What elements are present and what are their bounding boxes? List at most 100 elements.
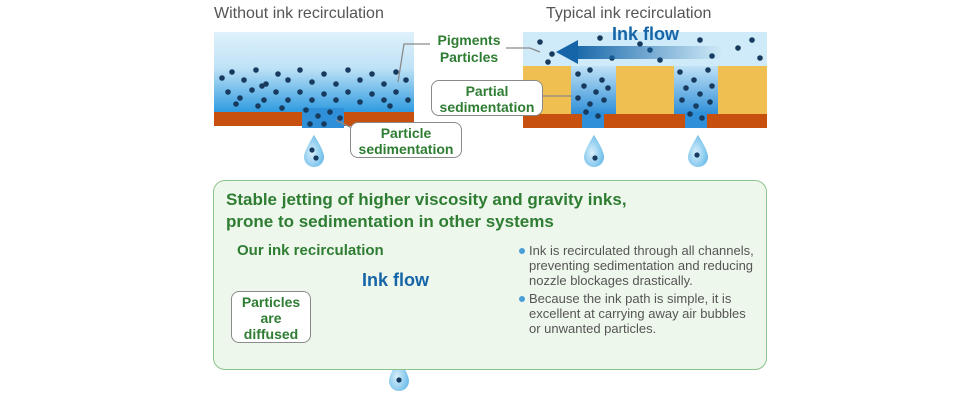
pigments-particles-label: Pigments Particles: [437, 32, 501, 65]
particle-dot: [369, 71, 375, 77]
particle-dot: [259, 83, 265, 89]
particle-dot: [357, 77, 363, 83]
nozzle-plate: [214, 112, 302, 126]
feature-list: Ink is recirculated through all channels…: [519, 243, 759, 339]
our-recirculation-heading: Our ink recirculation: [237, 242, 384, 259]
particle-dot: [637, 41, 643, 47]
particle-dot: [545, 59, 551, 65]
particle-dot: [297, 89, 303, 95]
ink-flow-label-bottom: Ink flow: [362, 270, 429, 290]
particle-dot: [699, 115, 705, 121]
particle-dot: [333, 97, 339, 103]
particle-dot: [255, 103, 261, 109]
particle-dot: [297, 67, 303, 73]
particle-dot: [357, 99, 363, 105]
particle-dot: [219, 75, 225, 81]
droplet-particles: [309, 147, 319, 161]
particle-dot: [237, 95, 243, 101]
particle-dot: [707, 99, 713, 105]
particle-dot: [321, 121, 327, 127]
particle-dot: [233, 101, 239, 107]
particle-dot: [345, 89, 351, 95]
particle-dot: [393, 69, 399, 75]
particle-dot: [593, 89, 599, 95]
channel-wall: [718, 66, 767, 114]
particle-dot: [225, 89, 231, 95]
particle-dot: [575, 95, 581, 101]
particle-dot: [605, 85, 611, 91]
particle-dot: [687, 111, 693, 117]
particle-dot: [587, 101, 593, 107]
particle-dot: [253, 67, 259, 73]
callout-leaders: [335, 43, 572, 129]
flow-arrow-icon: [556, 40, 722, 64]
particle-dot: [597, 35, 603, 41]
particle-dot: [735, 45, 741, 51]
particle-dot: [757, 55, 763, 61]
feature-item: Because the ink path is simple, it is ex…: [519, 291, 759, 336]
particle-dot: [369, 91, 375, 97]
particle-dot: [321, 91, 327, 97]
particle-dot: [683, 85, 689, 91]
particle-dot: [583, 109, 589, 115]
particle-dot: [381, 97, 387, 103]
particle-dot: [679, 97, 685, 103]
particle-dot: [691, 77, 697, 83]
particle-dot: [601, 97, 607, 103]
channel-wall: [616, 66, 674, 114]
particles-diffused-callout: Particles are diffused: [231, 291, 311, 343]
ink-droplet-icon: [688, 135, 708, 167]
panel-title: Stable jetting of higher viscosity and g…: [226, 190, 627, 231]
particle-dot: [595, 113, 601, 119]
particle-dot: [309, 97, 315, 103]
particle-dot: [599, 77, 605, 83]
pigment-particles: [219, 67, 411, 127]
particle-dot: [321, 71, 327, 77]
particle-dot: [315, 113, 321, 119]
particle-dot: [697, 91, 703, 97]
particle-dot: [333, 81, 339, 87]
particle-dot: [587, 67, 593, 73]
droplet-particles: [396, 377, 402, 383]
particle-dot: [693, 103, 699, 109]
particle-dot: [345, 67, 351, 73]
particle-dot: [261, 97, 267, 103]
particle-dot: [697, 37, 703, 43]
particle-dot: [285, 97, 291, 103]
particle-dot: [249, 87, 255, 93]
ink-droplet-icon: [584, 135, 604, 167]
particle-dot: [677, 69, 683, 75]
droplet-particles: [592, 152, 700, 161]
particle-dot: [229, 69, 235, 75]
ink-flow-label-top: Ink flow: [612, 24, 679, 44]
no-recirculation-diagram: [214, 32, 414, 167]
heading-typical-recirculation: Typical ink recirculation: [546, 5, 712, 22]
bullet-dot-icon: [519, 248, 525, 254]
particle-dot: [575, 71, 581, 77]
particle-dot: [705, 67, 711, 73]
particle-dot: [709, 83, 715, 89]
particle-dot: [327, 109, 333, 115]
particle-dot: [405, 97, 411, 103]
particle-dot: [381, 81, 387, 87]
typical-recirculation-diagram: [523, 32, 767, 167]
particle-dot: [309, 79, 315, 85]
particle-dot: [581, 83, 587, 89]
particle-dot: [387, 103, 393, 109]
particle-dot: [285, 77, 291, 83]
particle-dot: [275, 71, 281, 77]
particle-dot: [241, 77, 247, 83]
particle-dot: [403, 77, 409, 83]
particle-dot: [273, 89, 279, 95]
bullet-dot-icon: [519, 296, 525, 302]
nozzle-plate: [523, 114, 767, 128]
particle-dot: [393, 89, 399, 95]
particle-dot: [537, 39, 543, 45]
particle-sedimentation-callout: Particle sedimentation: [350, 122, 462, 158]
particle-dot: [749, 37, 755, 43]
partial-sedimentation-callout: Partial sedimentation: [431, 80, 543, 116]
particle-dot: [549, 51, 555, 57]
particle-dot: [337, 115, 343, 121]
particle-dot: [279, 105, 285, 111]
heading-without-recirculation: Without ink recirculation: [214, 5, 384, 22]
